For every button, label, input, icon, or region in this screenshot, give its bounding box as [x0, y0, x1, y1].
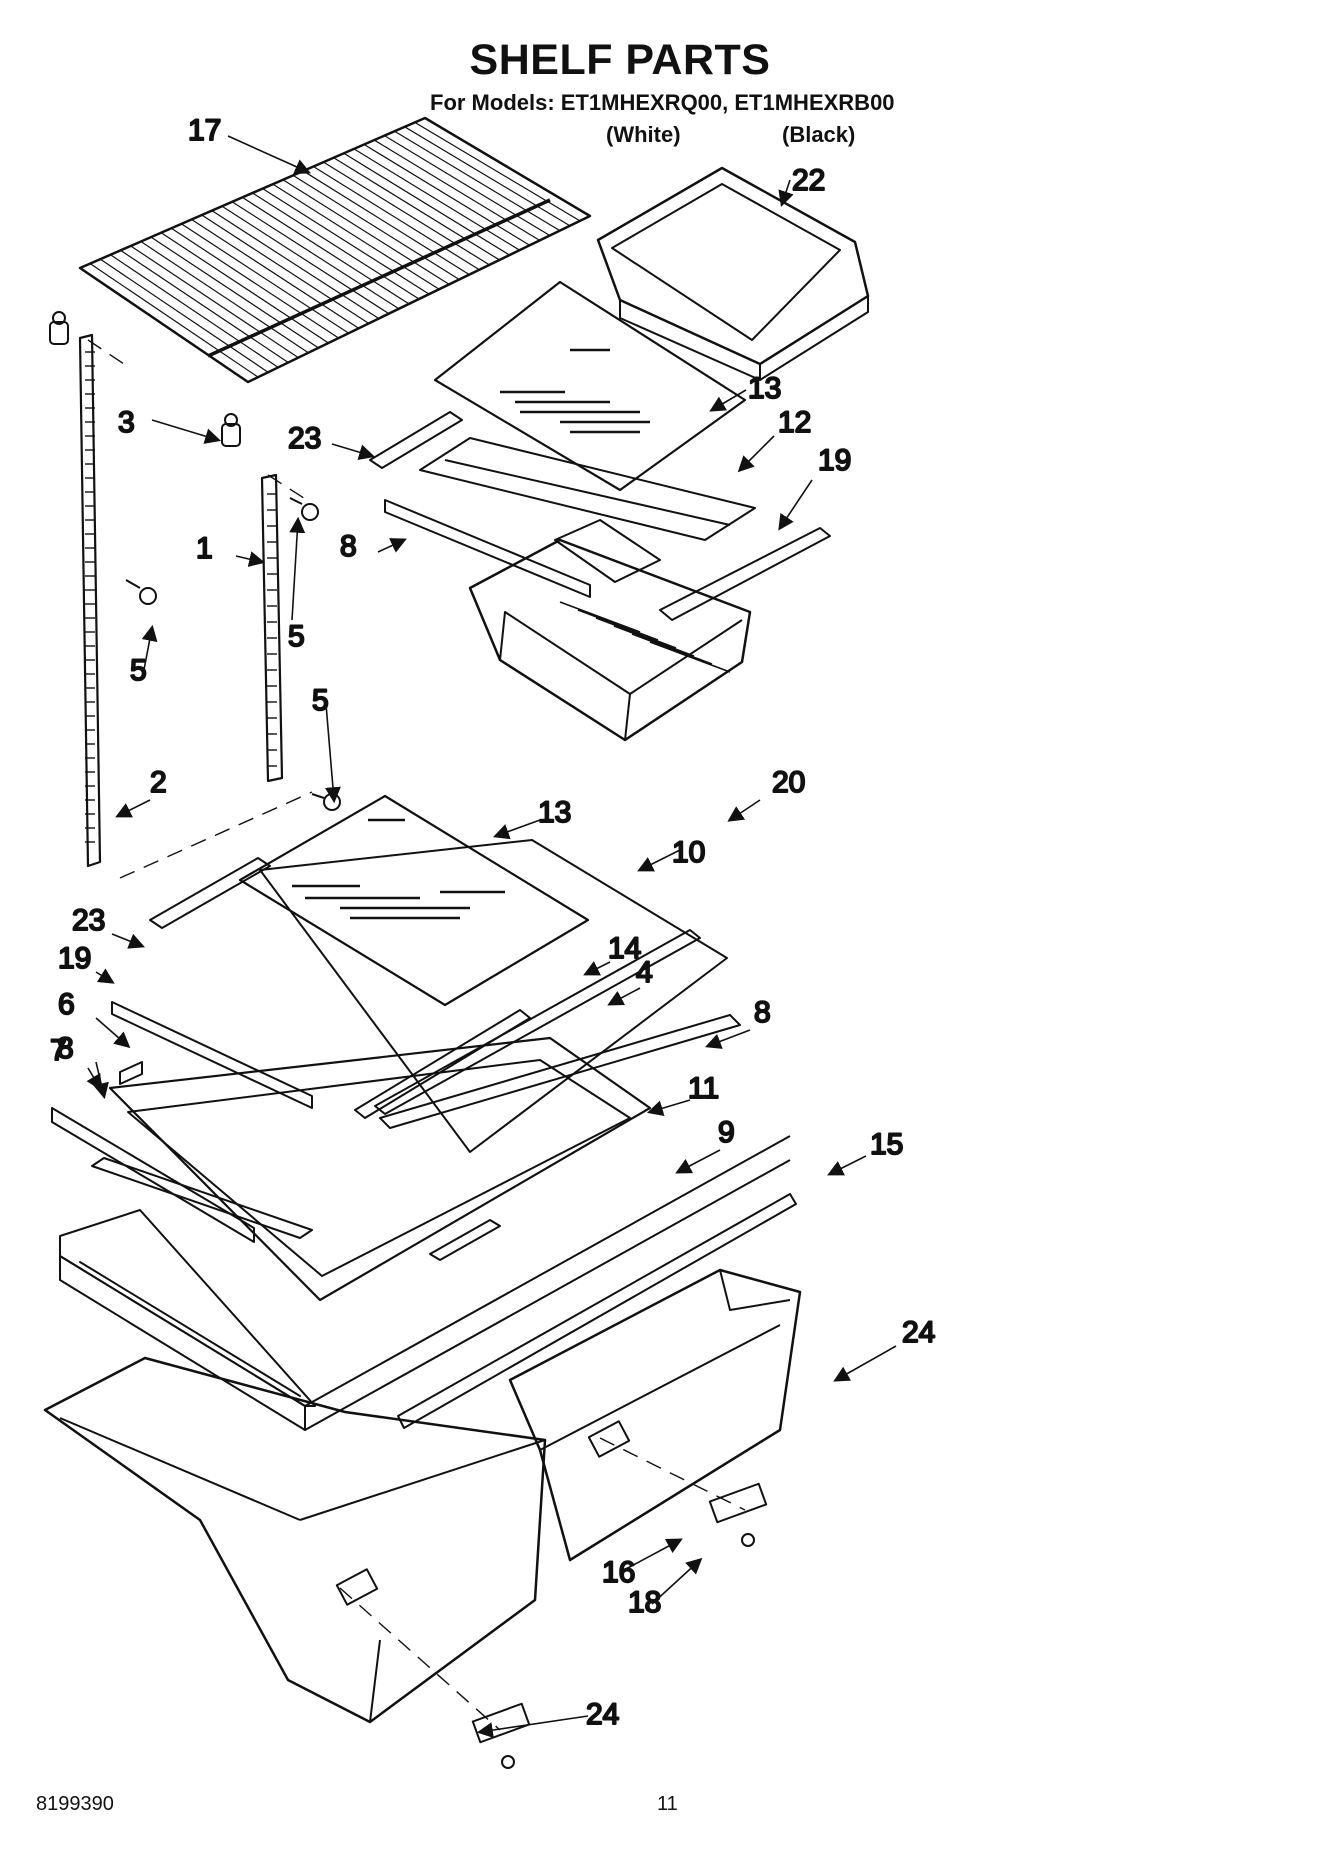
shelf-trim — [369, 411, 463, 469]
upper-shelf-frame — [419, 437, 756, 541]
callout-number: 16 — [602, 1556, 635, 1589]
callout-number: 19 — [818, 444, 851, 477]
callout-number: 14 — [608, 932, 641, 965]
callout-number: 11 — [688, 1072, 719, 1105]
callout-number: 1 — [196, 532, 213, 565]
drawer-roller — [741, 1533, 755, 1547]
upper-glass-shelf — [433, 280, 747, 492]
variant-white: (White) — [606, 122, 681, 147]
page-number: 11 — [657, 1793, 678, 1815]
drawer-slide — [471, 1702, 531, 1744]
meat-drawer — [468, 538, 752, 742]
crisper-drawer-left — [43, 1356, 547, 1724]
callout-number: 23 — [288, 422, 321, 455]
callout-number: 9 — [718, 1116, 735, 1149]
shelf-trim — [51, 1107, 255, 1243]
callout-number: 8 — [754, 996, 771, 1029]
shelf-trim — [149, 857, 271, 929]
screw — [311, 793, 341, 811]
callout-number: 5 — [312, 684, 329, 717]
callout-number: 24 — [902, 1316, 935, 1349]
callout-number: 12 — [778, 406, 811, 439]
shelf-trim — [397, 1193, 797, 1429]
callout-number: 13 — [748, 372, 781, 405]
shelf-trim — [659, 527, 831, 621]
lower-glass-shelf — [238, 794, 590, 1007]
callout-number: 22 — [792, 164, 825, 197]
callout-number: 3 — [118, 406, 135, 439]
drawer-roller — [501, 1755, 515, 1769]
wire-shelf — [78, 116, 592, 384]
document-number: 8199390 — [36, 1793, 114, 1815]
screw — [289, 497, 319, 521]
callout-number: 6 — [58, 988, 75, 1021]
callout-number: 19 — [58, 942, 91, 975]
shelf-trim — [354, 1009, 531, 1119]
shelf-trim — [384, 499, 591, 598]
model-list: For Models: ET1MHEXRQ00, ET1MHEXRB00 — [430, 90, 895, 115]
callout-number: 23 — [72, 904, 105, 937]
callout-number: 5 — [130, 654, 147, 687]
callout-number: 24 — [586, 1698, 619, 1731]
shelf-trim — [111, 1001, 313, 1109]
callout-number: 15 — [870, 1128, 903, 1161]
callout-number: 20 — [772, 766, 805, 799]
shelf-ladder-center — [260, 473, 284, 783]
shelf-trim — [119, 1061, 143, 1085]
shelf-liner — [259, 839, 728, 1153]
screw — [125, 579, 157, 605]
meat-drawer-cover — [554, 519, 661, 583]
shelf-trim — [379, 1014, 741, 1129]
shelf-end-cap — [221, 413, 241, 447]
callout-number: 17 — [188, 114, 221, 147]
shelf-end-cap — [49, 311, 69, 345]
crisper-pan-upper — [596, 166, 870, 381]
callout-number: 5 — [288, 620, 305, 653]
shelf-ladder-left — [78, 333, 102, 868]
crisper-cover-frame-lower — [59, 1135, 791, 1431]
shelf-trim — [374, 929, 701, 1115]
drawer-slide — [708, 1482, 768, 1524]
callout-number: 2 — [150, 766, 167, 799]
shelf-trim — [91, 1157, 313, 1239]
crisper-drawer-right — [508, 1268, 802, 1562]
callout-number: 10 — [672, 836, 705, 869]
callout-number: 8 — [340, 530, 357, 563]
callout-number: 8 — [57, 1032, 74, 1065]
callout-number: 7 — [50, 1034, 67, 1067]
callout-number: 13 — [538, 796, 571, 829]
page-title: SHELF PARTS — [469, 36, 771, 84]
callout-number: 18 — [628, 1586, 661, 1619]
callout-number: 4 — [636, 956, 653, 989]
variant-black: (Black) — [782, 122, 856, 147]
